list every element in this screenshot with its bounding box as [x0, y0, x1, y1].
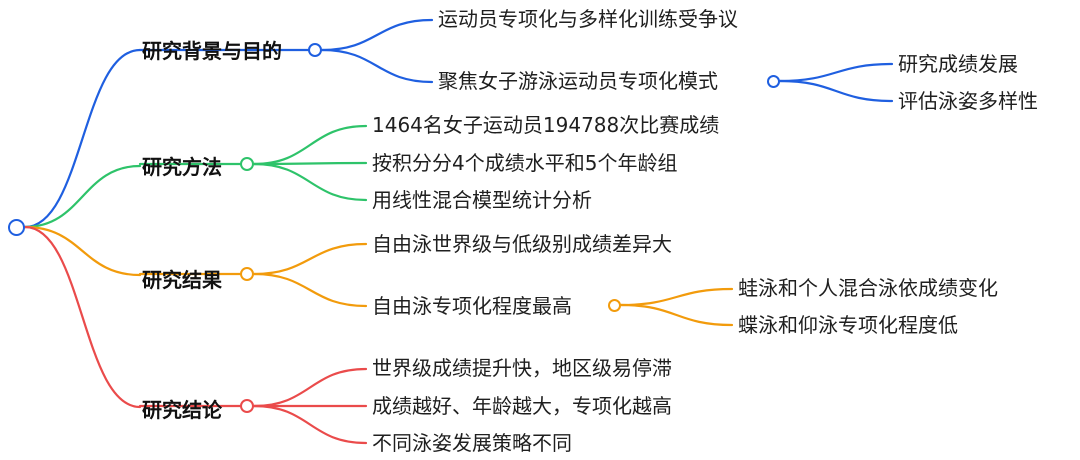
connector-results-child-1	[252, 242, 368, 276]
branch-conclusions-toggle[interactable]	[240, 399, 254, 413]
node-statistical-model[interactable]: 用线性混合模型统计分析	[372, 188, 592, 212]
node-stroke-diversity[interactable]: 评估泳姿多样性	[898, 89, 1038, 113]
connector-root-conclusions	[23, 225, 142, 409]
connector-conclusions-child-3	[252, 404, 368, 445]
connector-freestyle-grandchild-2	[619, 303, 734, 327]
branch-background-purpose[interactable]: 研究背景与目的	[142, 39, 282, 63]
node-sample-data[interactable]: 1464名女子运动员194788次比赛成绩	[372, 113, 720, 137]
connector-focus-grandchild-1	[778, 62, 894, 83]
connector-results-child-2	[252, 272, 368, 308]
node-specialization-controversy[interactable]: 运动员专项化与多样化训练受争议	[438, 7, 738, 31]
connector-background-child-2	[320, 48, 434, 84]
node-butterfly-backstroke[interactable]: 蝶泳和仰泳专项化程度低	[738, 313, 958, 337]
node-different-strategies[interactable]: 不同泳姿发展策略不同	[372, 431, 572, 455]
node-female-swimmer-focus-toggle[interactable]	[767, 75, 780, 88]
connector-conclusions-child-1	[252, 367, 368, 408]
connector-background-child-1	[320, 18, 434, 52]
node-world-class-improve[interactable]: 世界级成绩提升快，地区级易停滞	[372, 356, 672, 380]
connector-methods-child-2	[252, 161, 368, 166]
connector-root-results	[23, 225, 142, 277]
node-freestyle-highest[interactable]: 自由泳专项化程度最高	[372, 294, 572, 318]
root-node-circle[interactable]	[8, 219, 25, 236]
connector-methods-child-3	[252, 162, 368, 202]
branch-results[interactable]: 研究结果	[142, 268, 222, 292]
connector-methods-child-1	[252, 124, 368, 166]
connector-root-methods	[23, 164, 142, 229]
connector-focus-grandchild-2	[778, 79, 894, 103]
node-freestyle-gap[interactable]: 自由泳世界级与低级别成绩差异大	[372, 232, 672, 256]
node-freestyle-highest-toggle[interactable]	[608, 299, 621, 312]
connector-freestyle-grandchild-1	[619, 287, 734, 307]
branch-conclusions[interactable]: 研究结论	[142, 398, 222, 422]
connector-root-background	[23, 48, 142, 229]
branch-background-purpose-toggle[interactable]	[308, 43, 322, 57]
node-performance-development[interactable]: 研究成绩发展	[898, 52, 1018, 76]
node-grouping[interactable]: 按积分分4个成绩水平和5个年龄组	[372, 151, 678, 175]
branch-results-toggle[interactable]	[240, 267, 254, 281]
branch-methods-toggle[interactable]	[240, 157, 254, 171]
branch-methods[interactable]: 研究方法	[142, 155, 222, 179]
node-female-swimmer-focus[interactable]: 聚焦女子游泳运动员专项化模式	[438, 69, 718, 93]
node-better-older-specialize[interactable]: 成绩越好、年龄越大，专项化越高	[372, 394, 672, 418]
node-breaststroke-im[interactable]: 蛙泳和个人混合泳依成绩变化	[738, 276, 998, 300]
